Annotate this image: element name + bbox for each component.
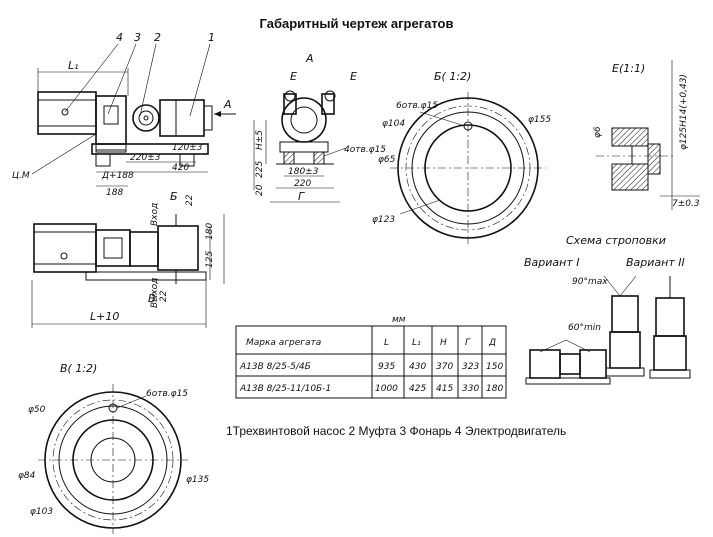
dim-125: 125	[205, 251, 215, 268]
view-E-label: Е(1:1)	[612, 62, 645, 75]
front-view: 4 3 2 1 L₁ Ц.М 220±3 120±3 420 Д+188 188…	[12, 31, 236, 198]
table-cell-1-0: А13В 8/25-11/10Б-1	[239, 384, 331, 394]
dim-E-125: φ125H14(+0,43)	[679, 74, 689, 150]
dimensions-table: мм Марка агрегата L L₁ Н Г Д А13В 8/25-5…	[235, 315, 507, 399]
dim-20: 20	[255, 184, 265, 196]
dim-V-103: φ103	[30, 507, 53, 517]
dim-22-top: 22	[185, 194, 195, 206]
table-header-5: Д	[488, 338, 496, 348]
sling-title: Схема строповки	[566, 234, 666, 247]
table-header-1: L	[384, 338, 389, 348]
dim-L1: L₁	[68, 59, 79, 72]
dim-V-holes: 6отв.φ15	[146, 389, 188, 399]
dim-V-135: φ135	[186, 475, 209, 485]
table-cell-0-0: А13В 8/25-5/4Б	[239, 362, 311, 372]
dim-G: Г	[298, 190, 305, 203]
lantern	[95, 95, 127, 145]
dim-120-3: 120±3	[172, 143, 203, 153]
dim-220-A: 220	[294, 179, 311, 189]
pump-body-top	[157, 225, 199, 271]
view-V-label: В( 1:2)	[60, 362, 97, 375]
pump-body	[159, 99, 205, 137]
callout-4: 4	[116, 31, 123, 44]
dim-L10: L+10	[90, 310, 119, 323]
dim-4-holes: 4отв.φ15	[344, 145, 386, 155]
table-cell-0-5: 150	[486, 362, 503, 372]
sling-angle-90: 90°max	[572, 277, 608, 287]
section-arrow-A: А	[223, 98, 232, 111]
table-cell-0-3: 370	[436, 362, 453, 372]
parts-legend: 1Трехвинтовой насос 2 Муфта 3 Фонарь 4 Э…	[226, 424, 567, 438]
dim-420: 420	[172, 163, 189, 173]
sling-variant-1: Вариант I	[524, 256, 580, 269]
dim-H15: H±5	[255, 130, 265, 150]
dim-B-65: φ65	[378, 155, 396, 165]
drawing-title: Габаритный чертеж агрегатов	[259, 16, 454, 31]
view-B-label: Б( 1:2)	[434, 70, 471, 83]
table-cell-0-2: 430	[409, 362, 426, 372]
dim-220-3: 220±3	[130, 153, 161, 163]
motor-body	[37, 91, 97, 135]
callout-3: 3	[134, 31, 141, 44]
callout-2: 2	[154, 31, 161, 44]
coupling	[132, 104, 160, 132]
table-unit: мм	[392, 315, 406, 325]
table-cell-1-4: 330	[462, 384, 479, 394]
sling-scheme: Схема строповки Вариант I Вариант II 90°…	[524, 234, 691, 385]
dim-B-155: φ155	[528, 115, 551, 125]
view-A-label: А	[305, 52, 314, 65]
dim-E-7: 7±0.3	[672, 199, 700, 209]
view-V: В( 1:2) 6отв.φ15 φ50 φ84 φ135 φ103	[18, 362, 209, 534]
dim-E-6: φ6	[593, 126, 603, 138]
dim-188: 188	[106, 188, 123, 198]
sling-variant-2: Вариант II	[626, 256, 685, 269]
dim-D-188: Д+188	[101, 171, 134, 181]
center-mark-label: Ц.М	[12, 171, 30, 181]
view-B: Б( 1:2) 6отв.φ15 φ104 φ155 φ65 φ123	[372, 70, 551, 244]
table-header-3: Н	[440, 338, 447, 348]
dim-180: 180	[205, 223, 215, 240]
callout-1: 1	[208, 31, 215, 44]
table-cell-1-3: 415	[436, 384, 453, 394]
view-E: Е(1:1) φ6 φ125H14(+0,43) 7±0.3	[593, 60, 700, 210]
table-cell-1-2: 425	[409, 384, 426, 394]
dim-B-holes: 6отв.φ15	[396, 101, 438, 111]
dim-V-84: φ84	[18, 471, 36, 481]
outlet-label: Выход	[150, 278, 160, 308]
table-header-0: Марка агрегата	[246, 338, 321, 348]
view-A: А Е Е H±5 225 20 4отв.φ15 180±3 220 Г	[253, 52, 386, 203]
view-A-E-left: Е	[290, 70, 297, 83]
view-A-E-right: Е	[350, 70, 357, 83]
table-cell-0-1: 935	[378, 362, 395, 372]
dim-225: 225	[255, 161, 265, 178]
table-header-4: Г	[465, 338, 471, 348]
mark-B: Б	[170, 190, 178, 203]
mark-V: В	[148, 292, 156, 305]
dim-22-bottom: 22	[159, 290, 169, 302]
dim-B-123: φ123	[372, 215, 395, 225]
table-cell-0-4: 323	[462, 362, 479, 372]
table-cell-1-1: 1000	[375, 384, 398, 394]
sling-angle-60: 60°min	[568, 323, 601, 333]
dim-B-104: φ104	[382, 119, 405, 129]
inlet-label: Вход	[150, 203, 160, 226]
top-view: L+10 125 180 Вход Выход Б В 22 22	[31, 190, 225, 328]
table-cell-1-5: 180	[486, 384, 503, 394]
table-header-2: L₁	[412, 338, 421, 348]
motor-body-top	[33, 223, 97, 273]
dim-180-3: 180±3	[288, 167, 319, 177]
dim-V-50: φ50	[28, 405, 46, 415]
